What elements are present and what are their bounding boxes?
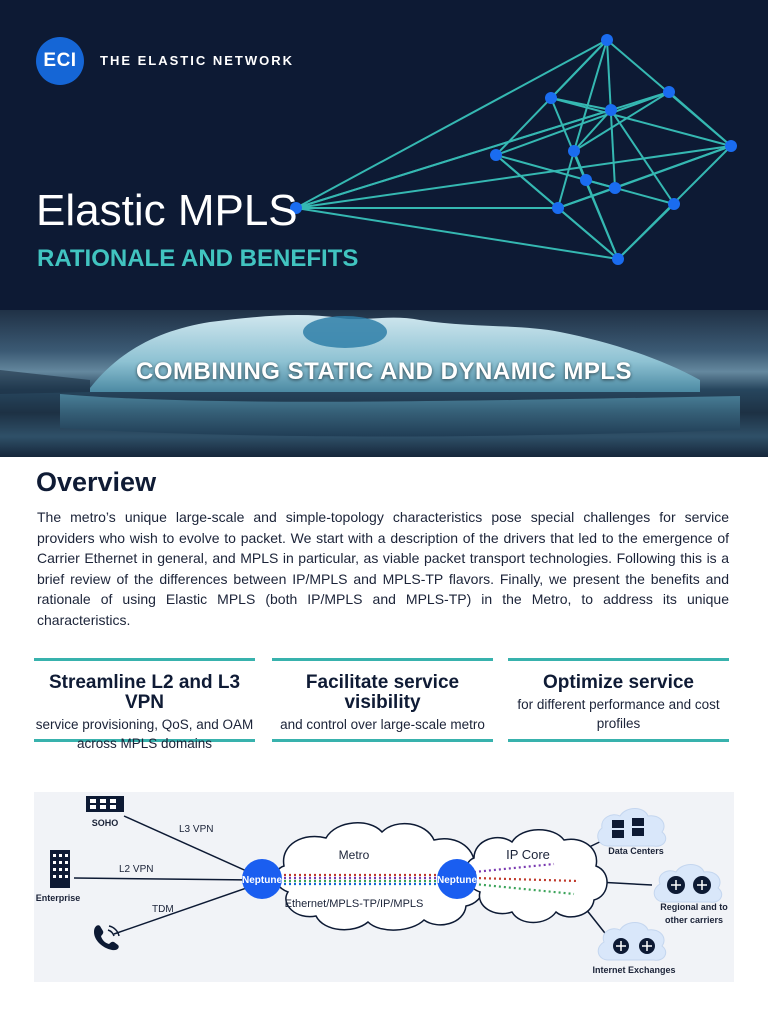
network-diagram: Neptune Neptune Metro IP Core Ethernet/M…: [34, 792, 734, 982]
regional-carriers-cloud-icon: [653, 864, 723, 903]
benefit-card-visibility: Facilitate service visibility and contro…: [272, 658, 493, 742]
tagline: THE ELASTIC NETWORK: [100, 53, 294, 68]
data-centers-cloud-icon: [597, 808, 667, 847]
metro-label: Metro: [339, 848, 370, 862]
service-paths: [284, 862, 580, 896]
ip-core-cloud: [465, 829, 608, 924]
overview-heading: Overview: [36, 467, 157, 497]
card-title: Optimize service: [542, 672, 695, 693]
benefit-card-optimize: Optimize service for different performan…: [508, 658, 729, 742]
neptune-node-right: Neptune: [437, 859, 477, 899]
network-graphic: [290, 34, 737, 265]
phone-icon: [94, 925, 120, 951]
iceberg-illustration: [0, 315, 740, 437]
eci-logo: ECI: [36, 37, 84, 85]
internet-exchanges-cloud-icon: [597, 922, 667, 961]
transport-label: Ethernet/MPLS-TP/IP/MPLS: [285, 898, 424, 910]
internet-exchanges-label: Internet Exchanges: [592, 965, 675, 975]
soho-label: SOHO: [92, 818, 119, 828]
soho-icon: [86, 796, 124, 812]
l2vpn-label: L2 VPN: [119, 864, 153, 875]
header-section: ECI THE ELASTIC NETWORK Elastic MPLS RAT…: [0, 0, 768, 310]
tdm-label: TDM: [152, 904, 174, 915]
card-description: service provisioning, QoS, and OAM acros…: [35, 717, 254, 751]
neptune-node-left: Neptune: [242, 859, 282, 899]
l3vpn-label: L3 VPN: [179, 824, 213, 835]
data-centers-label: Data Centers: [608, 846, 664, 856]
regional-label-line2: other carriers: [665, 915, 723, 925]
page-subtitle: RATIONALE AND BENEFITS: [37, 245, 359, 272]
card-description: and control over large-scale metro: [280, 717, 485, 732]
banner-heading: COMBINING STATIC AND DYNAMIC MPLS: [135, 358, 633, 385]
ip-core-label: IP Core: [506, 847, 550, 862]
logo-text: ECI: [43, 50, 77, 71]
page-title: Elastic MPLS: [36, 186, 298, 235]
neptune-label: Neptune: [437, 875, 477, 886]
card-title: Facilitate service visibility: [305, 672, 460, 713]
card-description: for different performance and cost profi…: [517, 697, 720, 731]
benefit-card-vpn: Streamline L2 and L3 VPN service provisi…: [34, 658, 255, 751]
overview-paragraph: The metro’s unique large-scale and simpl…: [37, 509, 729, 628]
metro-cloud: [274, 822, 485, 931]
enterprise-building-icon: [50, 850, 70, 888]
enterprise-label: Enterprise: [36, 893, 81, 903]
card-title: Streamline L2 and L3 VPN: [48, 672, 241, 713]
regional-label-line1: Regional and to: [660, 902, 728, 912]
neptune-label: Neptune: [242, 875, 282, 886]
iceberg-banner-image: [0, 310, 768, 457]
